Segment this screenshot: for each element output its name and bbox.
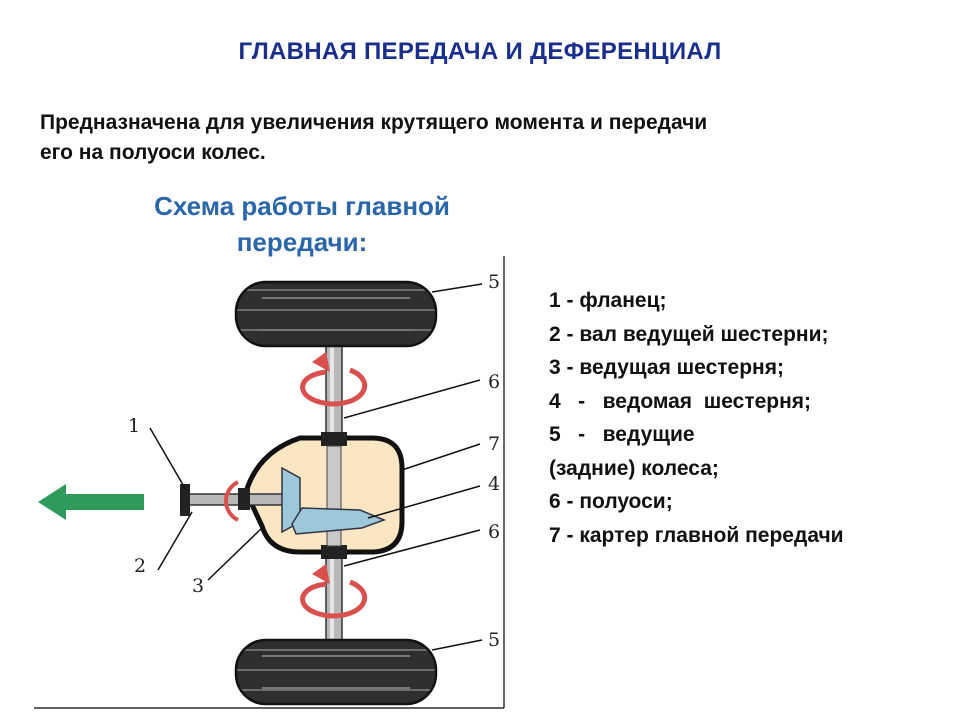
left-arrow-icon: [38, 484, 144, 520]
leader-line-7: [401, 443, 481, 471]
callout-2: 2: [134, 555, 146, 577]
legend-item-2: 2 - вал ведущей шестерни;: [549, 322, 829, 346]
pinion-bearing: [238, 488, 250, 510]
callout-7: 7: [488, 433, 500, 455]
driven-ring-gear: [291, 507, 387, 535]
leader-line-3: [207, 525, 265, 581]
legend-item-5-cont: (задние) колеса;: [549, 456, 719, 480]
leader-line-5-bottom: [431, 639, 483, 651]
legend-list: 1 - фланец; 2 - вал ведущей шестерни; 3 …: [549, 284, 949, 552]
leader-line-5-top: [431, 283, 483, 293]
schema-title-line-1: Схема работы главной: [154, 191, 450, 221]
legend-item-1: 1 - фланец;: [549, 289, 667, 312]
axle-shaft-top: [325, 337, 343, 449]
pinion-shaft: [187, 493, 285, 506]
callout-5-bottom: 5: [488, 629, 500, 651]
wheel-bottom: [234, 638, 438, 706]
callout-3: 3: [192, 575, 204, 597]
flange: [180, 484, 190, 516]
purpose-text: Предназначена для увеличения крутящего м…: [40, 108, 920, 169]
rotation-arrow-icon: [300, 579, 368, 619]
purpose-line-1: Предназначена для увеличения крутящего м…: [40, 111, 708, 134]
leader-line-6-top: [343, 379, 481, 419]
leader-line-4: [367, 485, 481, 519]
legend-item-6: 6 - полуоси;: [549, 490, 673, 513]
callout-6-top: 6: [488, 371, 500, 393]
callout-4: 4: [488, 473, 500, 495]
rotation-arrow-head-icon: [312, 564, 330, 584]
bearing-bottom: [321, 545, 347, 559]
leader-line-2: [157, 511, 193, 571]
legend-item-7: 7 - картер главной передачи: [549, 523, 844, 547]
callout-6-bottom: 6: [488, 521, 500, 543]
pinion-rotation-arrow-icon: [224, 480, 240, 522]
leader-line-6-bottom: [343, 529, 481, 567]
purpose-line-2: его на полуоси колес.: [40, 141, 266, 165]
callout-1: 1: [128, 415, 140, 437]
bearing-top: [321, 432, 347, 446]
page-title: ГЛАВНАЯ ПЕРЕДАЧА И ДЕФЕРЕНЦИАЛ: [238, 38, 722, 65]
wheel-top: [234, 280, 438, 348]
schema-title-line-2: передачи:: [236, 227, 368, 258]
axle-shaft-bottom: [325, 549, 343, 651]
legend-item-5: 5 - ведущие: [549, 423, 695, 446]
legend-item-4: 4 - ведомая шестерня;: [549, 389, 812, 413]
leader-line-1: [149, 427, 187, 491]
schema-title: Схема работы главной передачи:: [92, 188, 512, 261]
callout-5-top: 5: [488, 271, 500, 293]
legend-item-3: 3 - ведущая шестерня;: [549, 356, 784, 379]
rotation-arrow-head-icon: [312, 352, 330, 372]
rotation-arrow-icon: [300, 367, 368, 407]
